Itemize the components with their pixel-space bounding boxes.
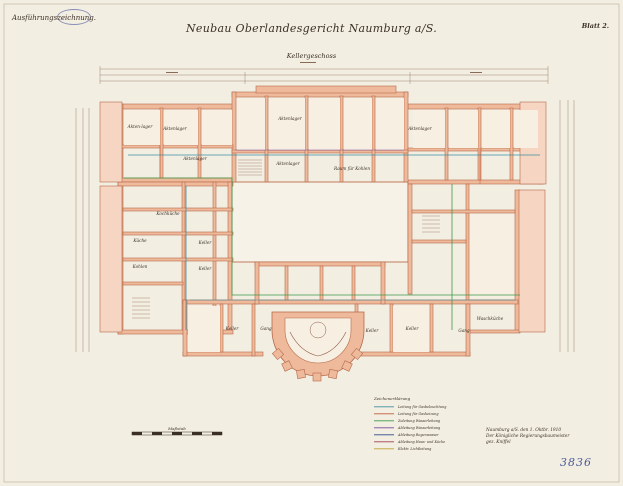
room-label: Raum für Kohlen xyxy=(333,166,370,171)
legend-title: Zeichenerklärung xyxy=(373,396,411,401)
room-label: Keller xyxy=(198,266,213,271)
catalog-number: 3836 xyxy=(560,456,592,469)
legend-item-label: Leitung für Gasbeleuchtung xyxy=(397,405,447,409)
room-label: Aktenlager xyxy=(277,116,302,121)
plan-title: Neubau Oberlandesgericht Naumburg a/S. xyxy=(186,22,437,35)
room-label: Küche xyxy=(132,238,147,243)
top-dimension-lines xyxy=(99,66,549,84)
signature-block: Naumburg a/S. den 1. Oktbr. 1910 Der Kön… xyxy=(486,428,569,446)
signature-line: gez. Kniffel xyxy=(486,440,511,445)
room-label: Keller xyxy=(365,328,380,333)
room-label: Kochküche xyxy=(155,211,180,216)
room-label: Kohlen xyxy=(132,264,148,269)
legend-item-label: Elektr. Lichtleitung xyxy=(397,447,432,451)
room-label: Keller xyxy=(405,326,420,331)
legend-item-label: Zuleitung Wasserleitung xyxy=(397,419,441,423)
sheet-border xyxy=(3,3,620,483)
legend-item-label: Ableitung Wasserleitung xyxy=(397,426,441,430)
stair-hatching xyxy=(132,159,440,319)
sheet-number: Blatt 2. xyxy=(581,22,609,30)
archive-stamp xyxy=(57,9,91,25)
room-label: Keller xyxy=(225,326,240,331)
utility-lines xyxy=(124,145,540,330)
room-label: Aktenlager xyxy=(162,126,187,131)
courtyard xyxy=(231,181,409,263)
floor-label: Kellergeschoss xyxy=(286,52,337,60)
room-fills xyxy=(124,98,538,352)
room-label: Waschküche xyxy=(477,316,504,321)
dimension-marks xyxy=(166,62,482,73)
drawing-type-label: Ausführungszeichnung. xyxy=(12,14,96,22)
side-dimension-lines xyxy=(75,100,575,352)
legend: Zeichenerklärung Leitung für Gasbeleucht… xyxy=(373,396,447,451)
room-label: Aktenlager xyxy=(275,161,300,166)
south-rotunda xyxy=(271,311,365,382)
room-label: Aktenlager xyxy=(407,126,432,131)
signature-line: Der Königliche Regierungsbaumeister xyxy=(486,434,570,439)
walls xyxy=(117,85,544,357)
room-label: Keller xyxy=(198,240,213,245)
scale-label: Maßstab xyxy=(168,426,186,431)
legend-item-label: Ableitung Haus- und Küche xyxy=(397,440,445,444)
room-label: Gang xyxy=(260,326,272,331)
scale-bar xyxy=(131,431,223,436)
room-label: Aktenlager xyxy=(182,156,207,161)
room-label: Akten-lager xyxy=(127,124,154,129)
legend-item-label: Ableitung Regenwasser xyxy=(397,433,439,437)
signature-line: Naumburg a/S. den 1. Oktbr. 1910 xyxy=(486,428,562,433)
room-label: Gang xyxy=(458,328,470,333)
legend-item-label: Leitung für Gasheizung xyxy=(397,412,439,416)
